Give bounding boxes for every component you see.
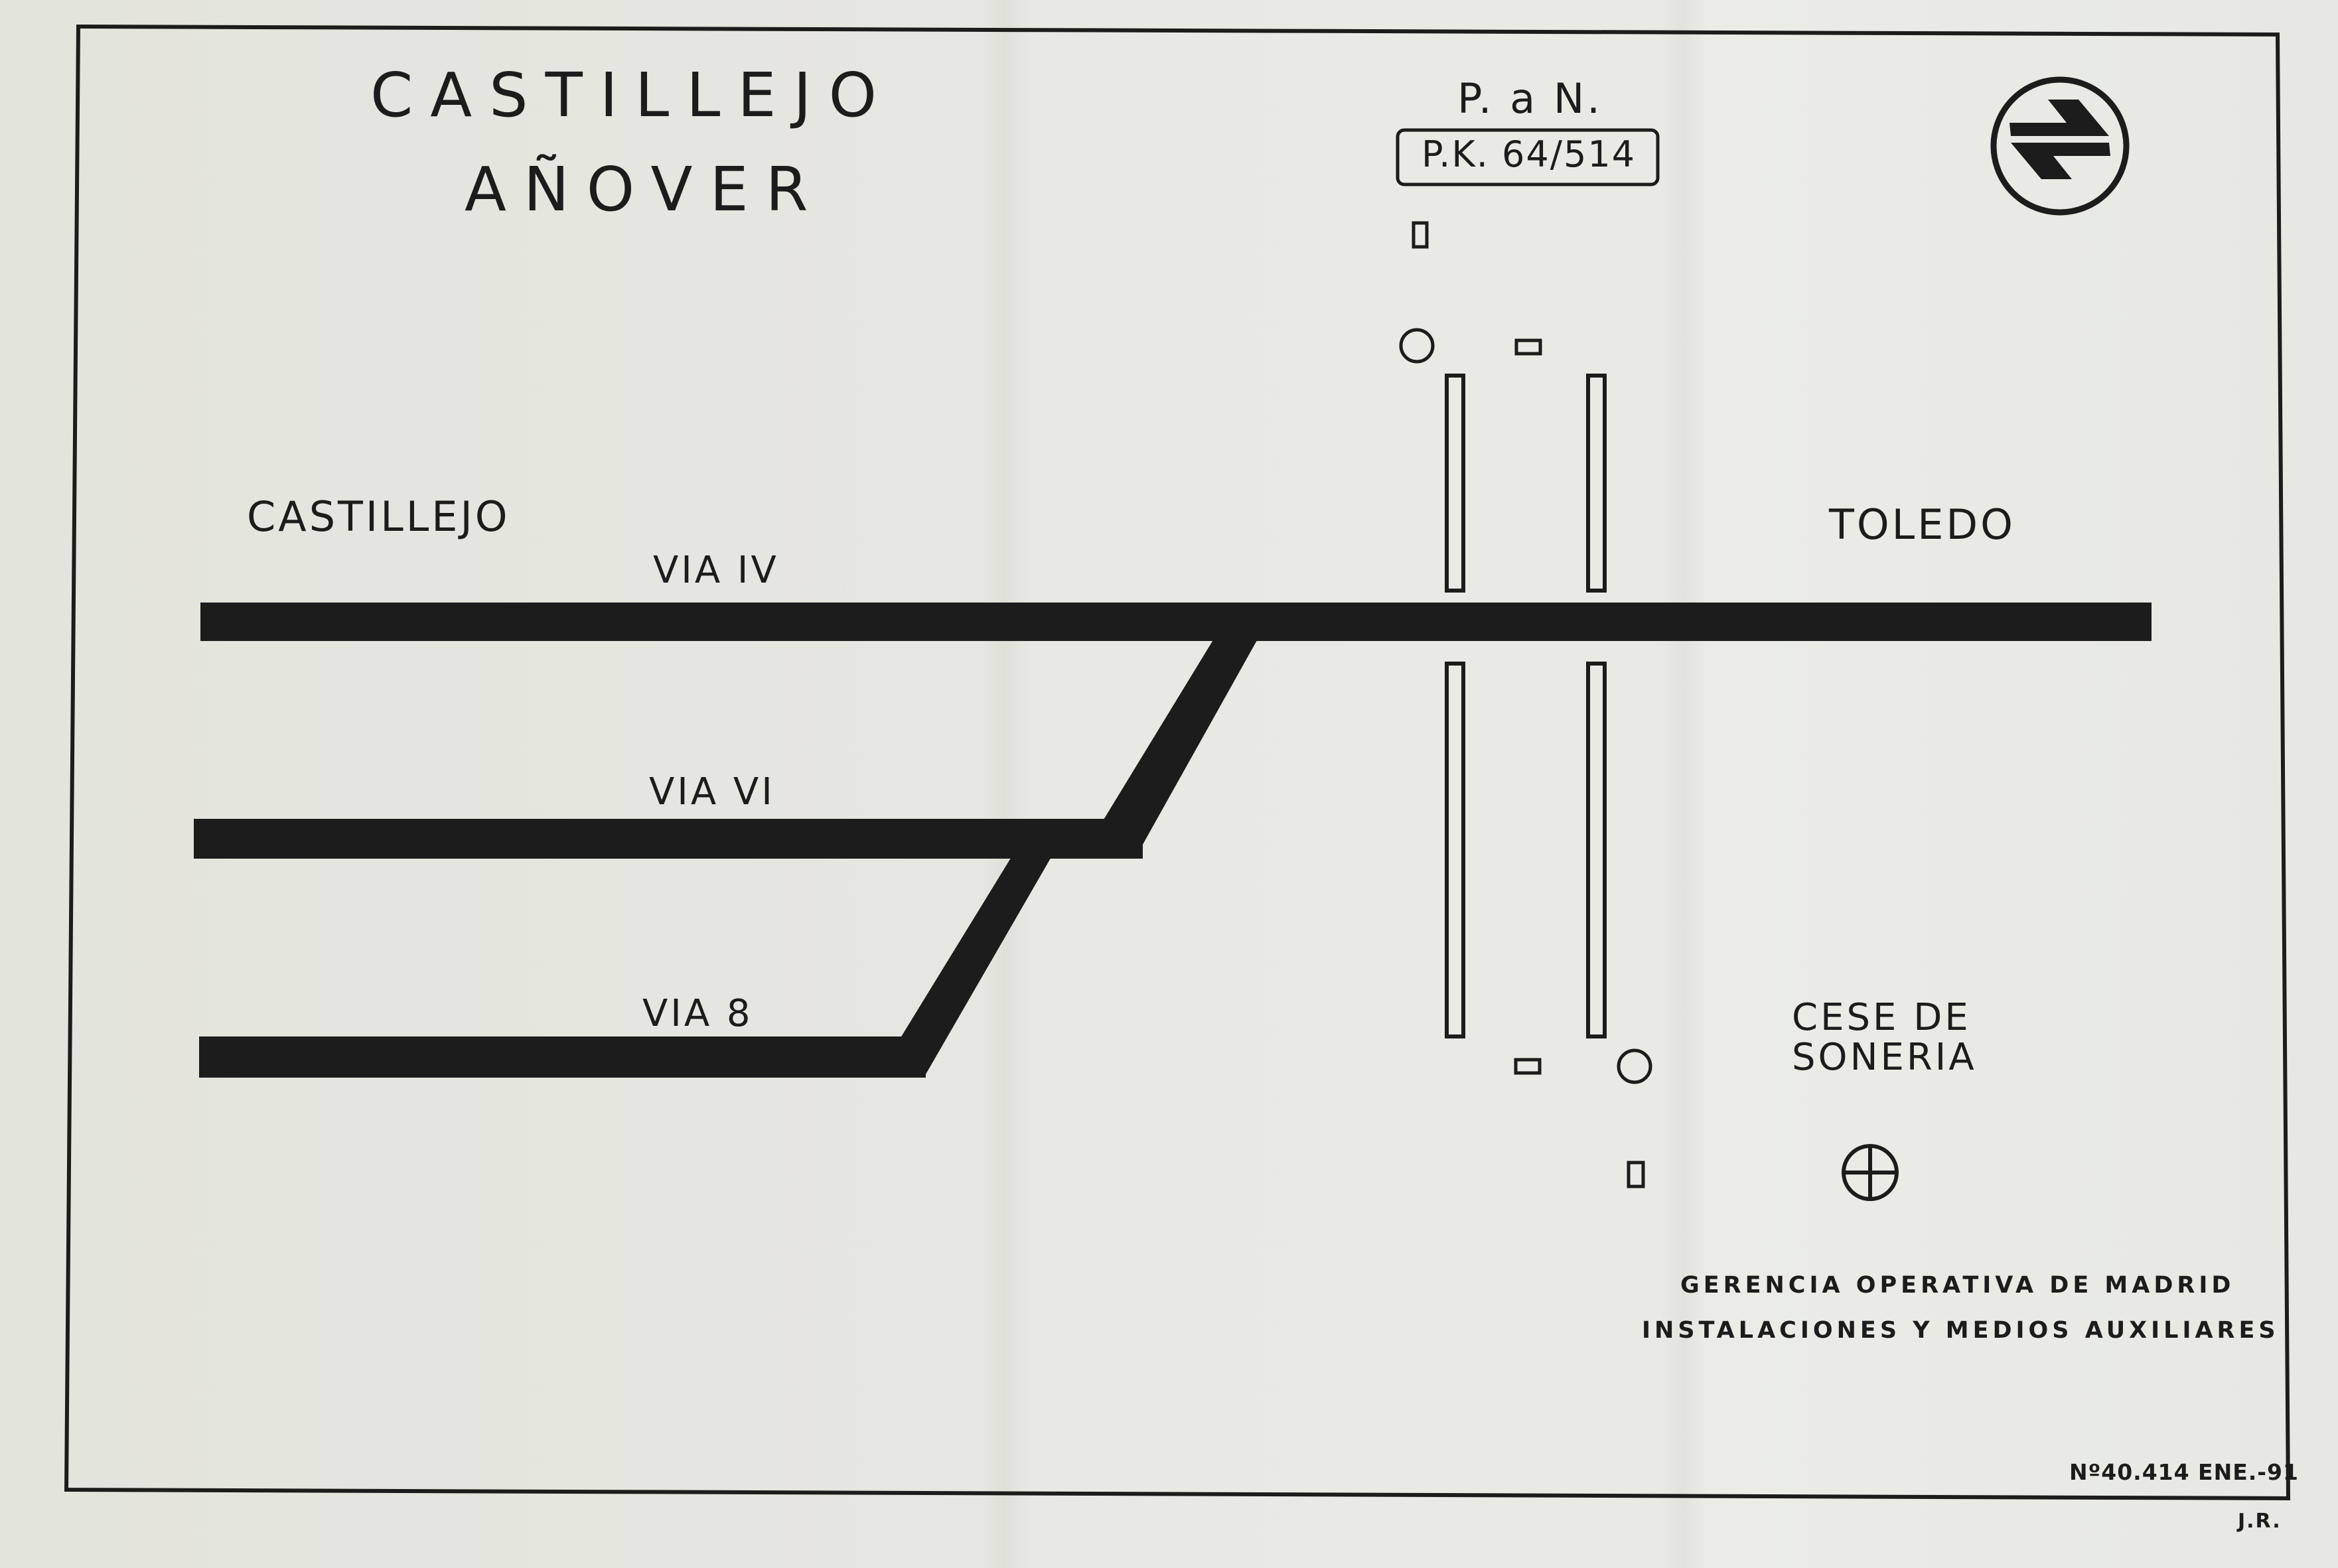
frame-border: [64, 24, 2291, 1501]
barrier-left-lower: [1445, 662, 1465, 1038]
signal-circle-icon: [1399, 328, 1435, 364]
destination-right: TOLEDO: [1829, 500, 2015, 549]
renfe-logo-icon: [1990, 76, 2130, 216]
switch-iv-vi: [1102, 636, 1260, 859]
beacon-box-icon: [1412, 221, 1429, 249]
title-line-1: CASTILLEJO: [370, 60, 895, 131]
track-label-via-8: VIA 8: [642, 992, 753, 1035]
track-via-iv: [200, 603, 2152, 641]
destination-left: CASTILLEJO: [247, 492, 510, 541]
crossing-label: P. a N.: [1457, 74, 1603, 123]
document-initials: J.R.: [2238, 1510, 2282, 1533]
track-via-vi: [194, 819, 1143, 859]
title-line-2: AÑOVER: [465, 154, 826, 225]
cese-line-1: CESE DE: [1792, 996, 1971, 1039]
beacon-box-icon: [1627, 1161, 1645, 1188]
track-via-8: [199, 1036, 926, 1078]
signal-circle-icon: [1617, 1048, 1652, 1084]
document-number: Nº40.414 ENE.-91: [2069, 1459, 2299, 1485]
crosshair-icon: [1842, 1144, 1899, 1201]
track-label-via-vi: VIA VI: [649, 770, 775, 814]
organization-line-1: GERENCIA OPERATIVA DE MADRID: [1680, 1272, 2235, 1299]
crossing-pk: P.K. 64/514: [1422, 133, 1637, 175]
switch-vi-8: [896, 856, 1052, 1078]
barrier-left-upper: [1445, 374, 1465, 593]
beacon-box-icon: [1514, 1058, 1542, 1075]
cese-line-2: SONERIA: [1792, 1036, 1977, 1079]
pk-box: [1396, 128, 1660, 186]
barrier-right-lower: [1586, 662, 1607, 1038]
barrier-right-upper: [1586, 374, 1607, 593]
beacon-box-icon: [1514, 338, 1542, 356]
track-label-via-iv: VIA IV: [653, 549, 779, 592]
organization-line-2: INSTALACIONES Y MEDIOS AUXILIARES: [1642, 1317, 2280, 1344]
